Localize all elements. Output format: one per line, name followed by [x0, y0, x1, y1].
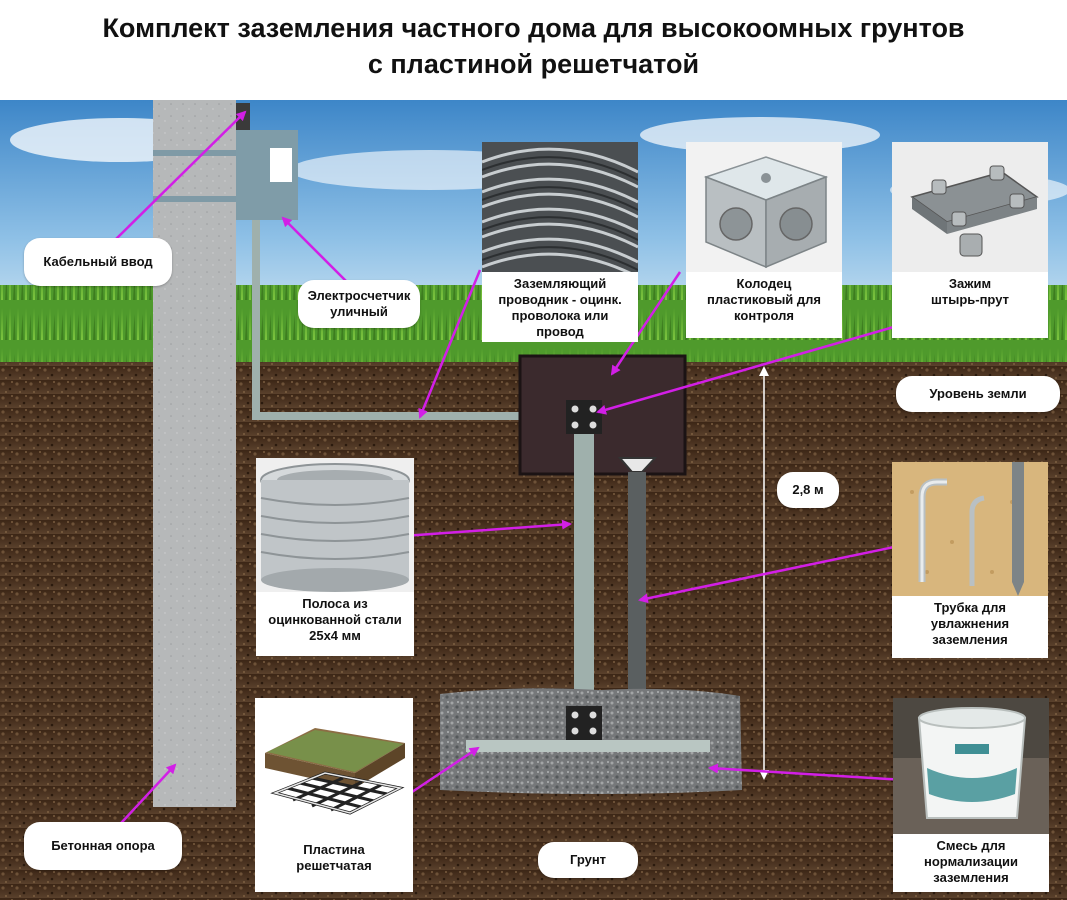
arrow-tube: [638, 540, 919, 604]
wire-coil-icon: [481, 142, 639, 279]
conductor-label-line: Заземляющий: [513, 276, 607, 291]
pole-top-cap: [236, 103, 250, 131]
grid-plate-icon: [255, 698, 413, 838]
mix-card: Смесь для нормализации заземления: [893, 698, 1049, 892]
page-title: Комплект заземления частного дома для вы…: [0, 10, 1067, 82]
tube-label-line: увлажнения: [930, 616, 1010, 631]
mix-label-line: заземления: [933, 870, 1009, 885]
vertical-electrode: [574, 410, 594, 735]
arrow-plate: [402, 746, 480, 800]
well-label-line: контроля: [734, 308, 794, 323]
arrow-well: [610, 271, 682, 376]
arrow-mix: [708, 763, 906, 782]
meter-label-line: уличный: [330, 304, 388, 319]
strip-label-line: оцинкованной стали: [268, 612, 402, 627]
cable-input-text: Кабельный ввод: [43, 254, 153, 269]
plate-label: Пластина решетчатая: [255, 838, 413, 892]
tube-label: Трубка для увлажнения заземления: [892, 596, 1048, 658]
control-well: [518, 354, 687, 476]
meter-bracket: [153, 150, 237, 156]
ground-level-text: Уровень земли: [929, 386, 1027, 401]
conductor-label-line: проволока или: [511, 308, 609, 323]
well-label: Колодец пластиковый для контроля: [686, 272, 842, 338]
plate-label-line: решетчатая: [296, 858, 372, 873]
clamp-top: [566, 400, 602, 434]
plastic-well-icon: [686, 142, 842, 272]
tube-card: Трубка для увлажнения заземления: [892, 462, 1048, 658]
well-label-line: пластиковый для: [707, 292, 821, 307]
title-line-2: с пластиной решетчатой: [367, 49, 700, 79]
depth-text: 2,8 м: [792, 482, 824, 497]
clamp-label: Зажим штырь-прут: [892, 272, 1048, 338]
strip-label-line: Полоса из: [302, 596, 368, 611]
clamp-bottom: [566, 706, 602, 740]
meter-label: Электросчетчик уличный: [298, 280, 420, 328]
meter-label-line: Электросчетчик: [307, 288, 411, 303]
conductor-label-line: проводник - оцинк.: [498, 292, 622, 307]
grounding-scene: Заземляющий проводник - оцинк. проволока…: [0, 100, 1067, 900]
tube-label-line: Трубка для: [934, 600, 1006, 615]
arrow-conductor: [418, 269, 482, 419]
arrow-meter: [281, 216, 351, 286]
arrow-strip: [389, 519, 572, 539]
well-label-line: Колодец: [736, 276, 792, 291]
soil-label: Грунт: [538, 842, 638, 878]
arrow-cable-input: [114, 110, 247, 241]
title-line-1: Комплект заземления частного дома для вы…: [102, 13, 965, 43]
pole-label: Бетонная опора: [24, 822, 182, 870]
soil-text: Грунт: [569, 852, 607, 867]
conductor-label-line: провод: [536, 324, 584, 339]
cable-input-label: Кабельный ввод: [24, 238, 172, 286]
meter-window: [270, 148, 292, 182]
conductor-label: Заземляющий проводник - оцинк. проволока…: [482, 272, 638, 342]
tube-label-line: заземления: [932, 632, 1008, 647]
clamp-label-line: Зажим: [948, 276, 992, 291]
clamp-label-line: штырь-прут: [931, 292, 1009, 307]
ground-level-label: Уровень земли: [896, 376, 1060, 412]
mix-label-line: нормализации: [924, 854, 1018, 869]
clamp-icon: [892, 142, 1048, 272]
meter-bracket: [153, 196, 237, 202]
moisture-tube-icon: [892, 462, 1048, 596]
steel-strip-roll-icon: [256, 458, 414, 592]
clamp-card: Зажим штырь-прут: [892, 142, 1048, 338]
concrete-pole: [153, 100, 236, 807]
strip-label: Полоса из оцинкованной стали 25х4 мм: [256, 592, 414, 656]
depth-label: 2,8 м: [777, 472, 839, 508]
strip-card: Полоса из оцинкованной стали 25х4 мм: [256, 458, 414, 656]
grounding-conductor: [252, 220, 578, 420]
well-card: Колодец пластиковый для контроля: [686, 142, 842, 338]
strip-label-line: 25х4 мм: [309, 628, 361, 643]
plate-label-line: Пластина: [303, 842, 365, 857]
arrow-clamp: [596, 318, 919, 415]
conductor-card: Заземляющий проводник - оцинк. проволока…: [481, 142, 639, 342]
plate-card: Пластина решетчатая: [255, 698, 413, 892]
mix-label-line: Смесь для: [936, 838, 1006, 853]
mix-bucket-icon: [893, 698, 1049, 834]
moisture-tube: [628, 472, 646, 742]
mix-label: Смесь для нормализации заземления: [893, 834, 1049, 892]
grid-plate-edge: [466, 740, 710, 752]
pole-text: Бетонная опора: [51, 838, 155, 853]
